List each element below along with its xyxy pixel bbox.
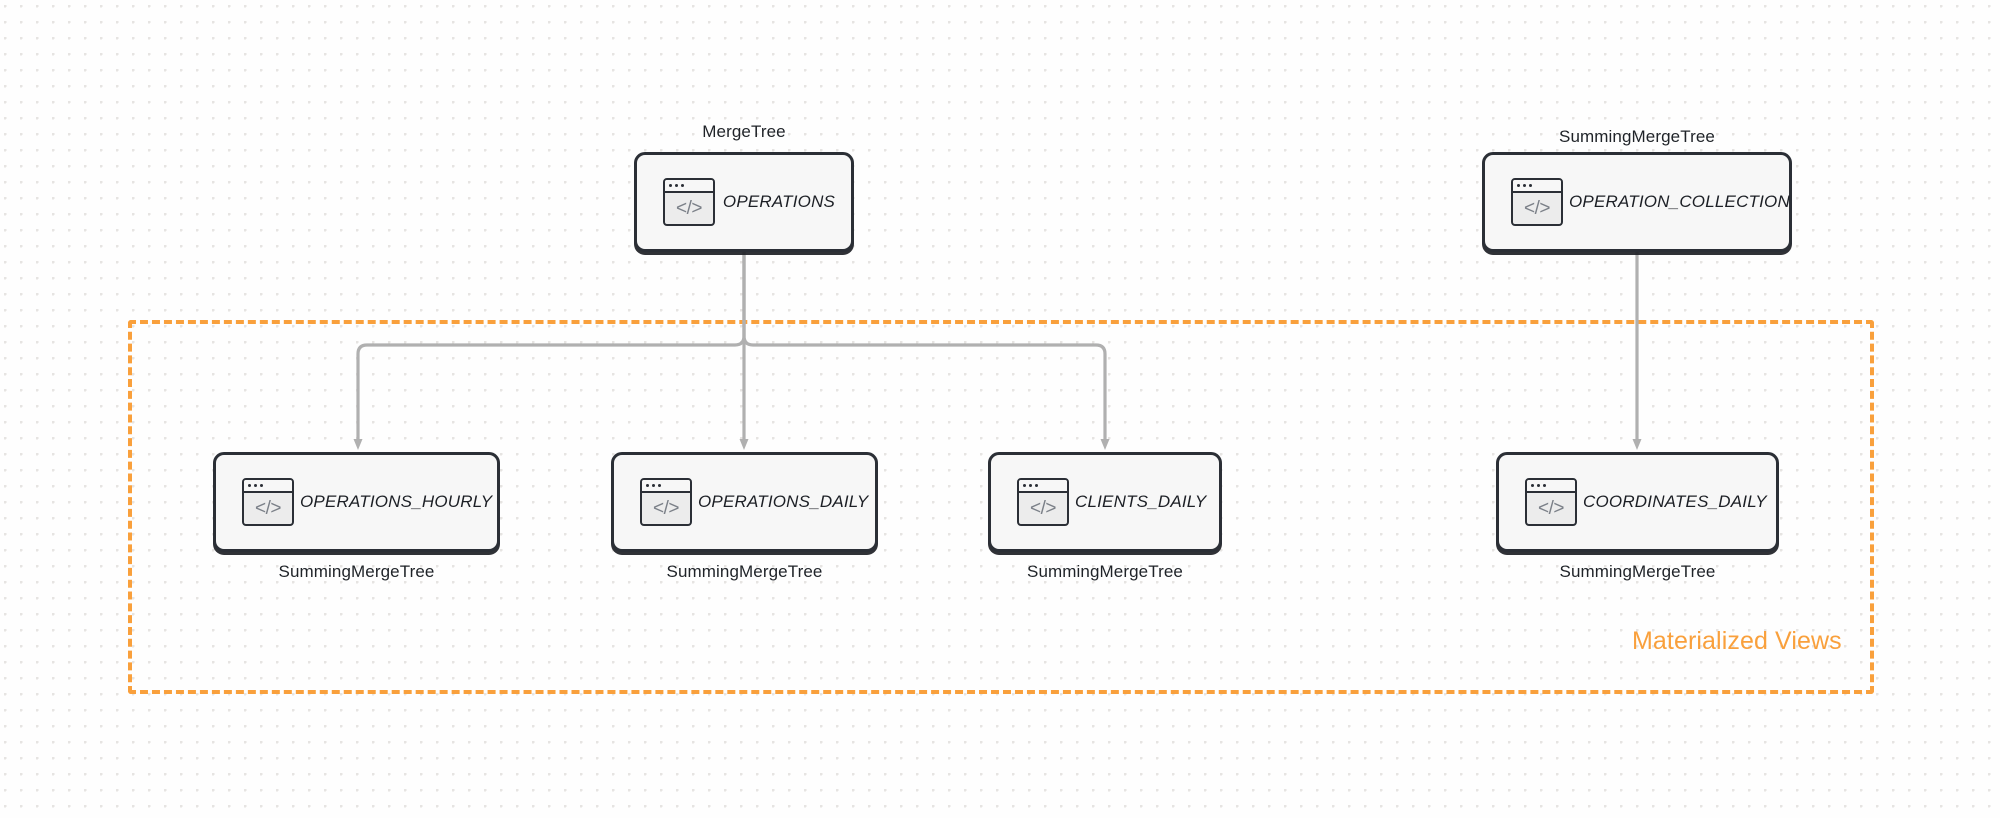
icon-code-glyph: </>	[1524, 198, 1550, 219]
engine-caption-operations: MergeTree	[702, 122, 786, 141]
icon-dot	[681, 184, 684, 187]
node-operations[interactable]: </> OPERATIONS	[634, 152, 854, 252]
code-window-icon: </>	[1017, 478, 1069, 526]
code-window-icon: </>	[242, 478, 294, 526]
icon-dot	[260, 484, 263, 487]
icon-dot	[1529, 184, 1532, 187]
icon-code-glyph: </>	[676, 198, 702, 219]
icon-dot	[1035, 484, 1038, 487]
icon-titlebar	[1019, 480, 1067, 493]
code-window-icon: </>	[1511, 178, 1563, 226]
engine-caption-operations-daily: SummingMergeTree	[666, 562, 823, 581]
icon-dot	[1517, 184, 1520, 187]
icon-dot	[658, 484, 661, 487]
node-label-operations-hourly: OPERATIONS_HOURLY	[300, 492, 493, 511]
code-window-icon: </>	[1525, 478, 1577, 526]
code-window-icon: </>	[663, 178, 715, 226]
engine-caption-operations-hourly: SummingMergeTree	[278, 562, 435, 581]
icon-dot	[1543, 484, 1546, 487]
node-operation-collection[interactable]: </> OPERATION_COLLECTION	[1482, 152, 1792, 252]
node-label-operations-daily: OPERATIONS_DAILY	[698, 492, 869, 511]
icon-code-glyph: </>	[653, 498, 679, 519]
icon-dot	[652, 484, 655, 487]
icon-dot	[254, 484, 257, 487]
node-operations-daily[interactable]: </> OPERATIONS_DAILY	[611, 452, 878, 552]
icon-titlebar	[244, 480, 292, 493]
icon-dot	[248, 484, 251, 487]
icon-titlebar	[665, 180, 713, 193]
node-label-operations: OPERATIONS	[722, 192, 836, 211]
icon-dot	[675, 184, 678, 187]
icon-titlebar	[1513, 180, 1561, 193]
icon-dot	[1023, 484, 1026, 487]
materialized-views-group-label: Materialized Views	[1632, 627, 1842, 655]
icon-titlebar	[642, 480, 690, 493]
node-label-clients-daily: CLIENTS_DAILY	[1075, 492, 1207, 511]
icon-dot	[1523, 184, 1526, 187]
icon-dot	[669, 184, 672, 187]
icon-dot	[1531, 484, 1534, 487]
icon-code-glyph: </>	[1538, 498, 1564, 519]
icon-dot	[1029, 484, 1032, 487]
node-label-coordinates-daily: COORDINATES_DAILY	[1583, 492, 1767, 511]
icon-code-glyph: </>	[255, 498, 281, 519]
node-coordinates-daily[interactable]: </> COORDINATES_DAILY	[1496, 452, 1779, 552]
icon-dot	[646, 484, 649, 487]
engine-caption-coordinates-daily: SummingMergeTree	[1559, 562, 1716, 581]
engine-caption-clients-daily: SummingMergeTree	[1027, 562, 1183, 581]
engine-caption-operation-collection: SummingMergeTree	[1559, 127, 1715, 146]
node-label-operation-collection: OPERATION_COLLECTION	[1569, 192, 1790, 211]
icon-code-glyph: </>	[1030, 498, 1056, 519]
icon-dot	[1537, 484, 1540, 487]
code-window-icon: </>	[640, 478, 692, 526]
icon-titlebar	[1527, 480, 1575, 493]
node-clients-daily[interactable]: </> CLIENTS_DAILY	[988, 452, 1222, 552]
node-operations-hourly[interactable]: </> OPERATIONS_HOURLY	[213, 452, 500, 552]
